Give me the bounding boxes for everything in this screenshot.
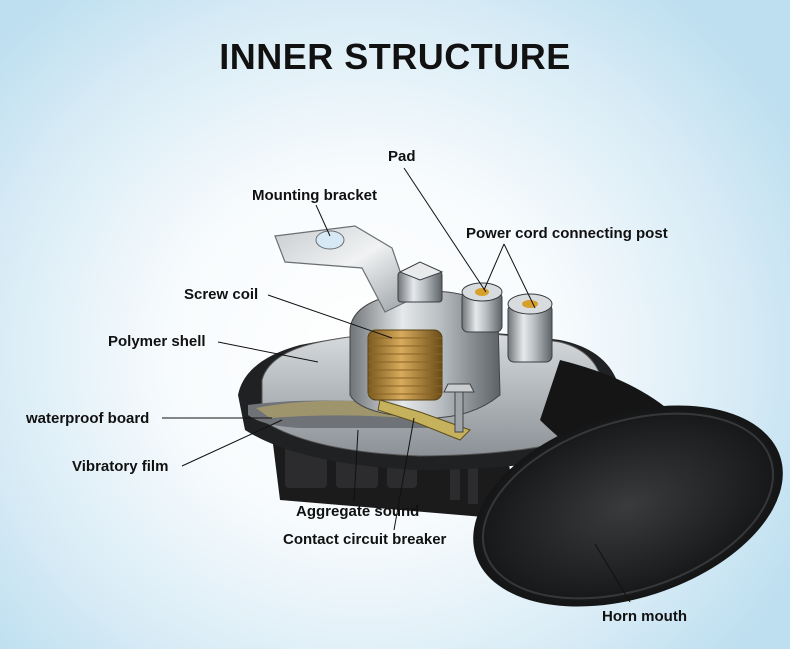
leader-power-post-1 — [483, 243, 505, 291]
label-pad: Pad — [388, 148, 416, 165]
label-polymer-shell: Polymer shell — [108, 333, 206, 350]
leader-lines — [162, 167, 631, 603]
label-contact-breaker: Contact circuit breaker — [283, 531, 447, 548]
leader-pad — [403, 167, 487, 293]
contact-screw-head — [443, 383, 475, 393]
horn-mouth — [473, 360, 783, 607]
label-power-cord-post: Power cord connecting post — [466, 225, 668, 242]
leader-polymer-shell — [217, 341, 319, 363]
leader-aggregate-sound — [353, 429, 359, 503]
label-mounting-bracket: Mounting bracket — [252, 187, 378, 204]
contact-screw — [454, 391, 464, 433]
leader-vibratory-film — [181, 419, 283, 467]
power-cord-posts — [461, 282, 553, 363]
leader-mounting-bracket — [315, 204, 331, 237]
leader-screw-coil — [267, 294, 393, 339]
leader-contact-breaker — [393, 417, 415, 531]
leader-horn-mouth — [594, 543, 631, 603]
label-waterproof-board: waterproof board — [26, 410, 150, 427]
label-aggregate-sound: Aggregate sound — [296, 503, 420, 520]
centre-nut — [397, 261, 444, 303]
mounting-bracket — [274, 225, 411, 313]
label-vibratory-film: Vibratory film — [72, 458, 169, 475]
screw-coil — [367, 329, 443, 401]
diagram-title: INNER STRUCTURE — [219, 36, 571, 77]
leader-power-post-2 — [503, 243, 536, 309]
label-horn-mouth: Horn mouth — [602, 608, 687, 625]
contact-breaker-part — [377, 399, 471, 441]
label-screw-coil: Screw coil — [184, 286, 259, 303]
